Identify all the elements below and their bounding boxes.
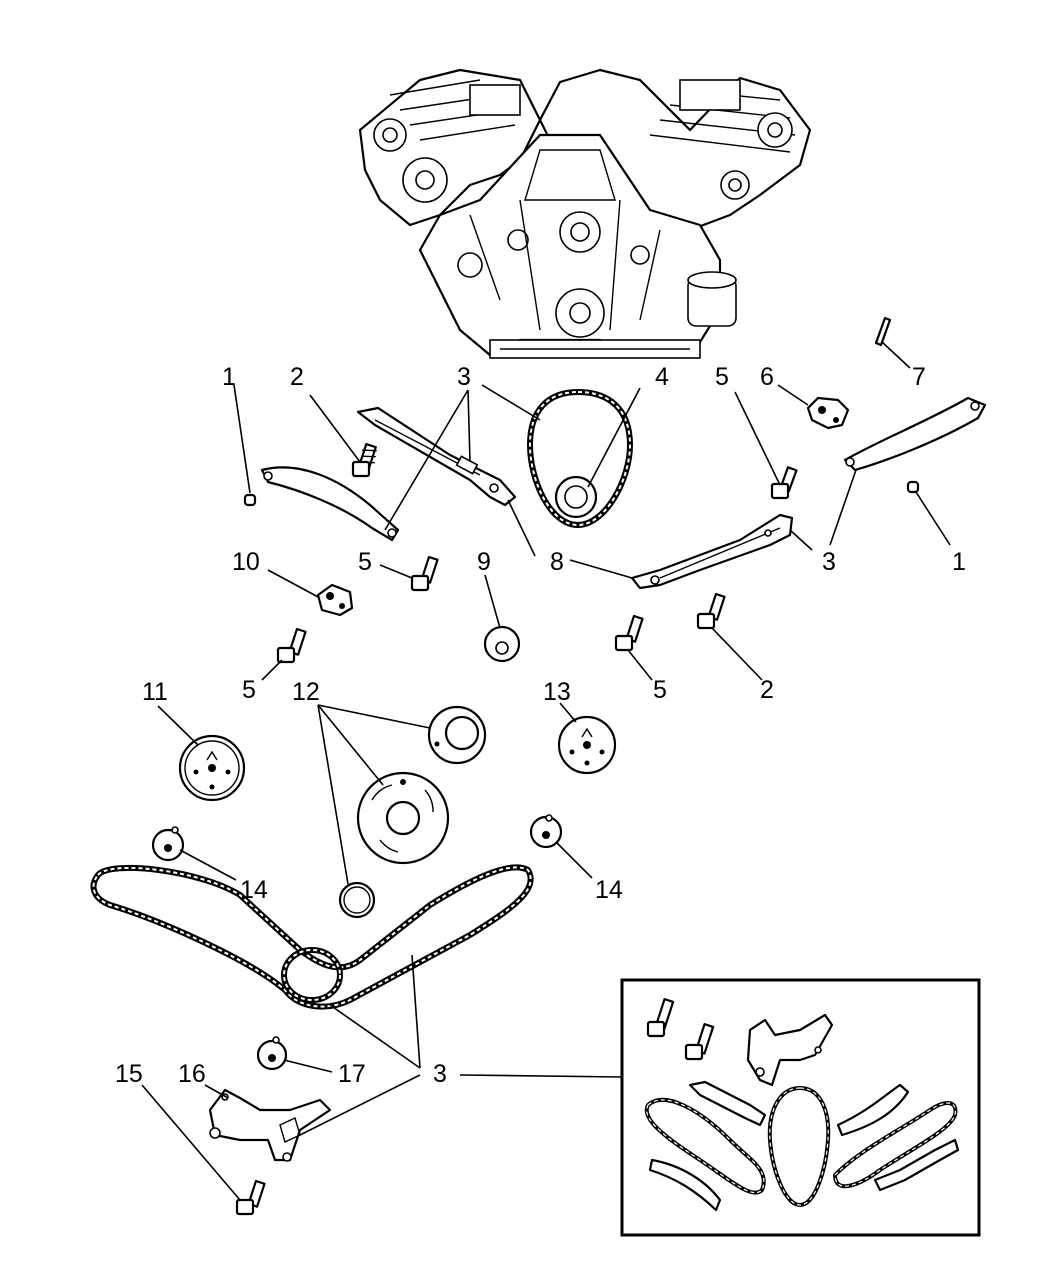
callout-8: 8: [550, 548, 564, 576]
inset-guide-lower-left: [648, 1158, 722, 1212]
callout-16: 16: [178, 1060, 206, 1088]
inset-guide-upper-left: [688, 1080, 767, 1127]
item-2-bolt-lower-right: [696, 592, 726, 630]
callout-1-left: 1: [222, 363, 236, 391]
callout-3-lower: 3: [433, 1060, 447, 1088]
callout-5-lower-left: 5: [242, 676, 256, 704]
item-12-crankshaft-sprocket: [427, 705, 487, 765]
item-1-right-plug: [906, 480, 920, 494]
item-15-bolt: [235, 1179, 266, 1216]
item-1-left-plug: [243, 493, 257, 507]
item-3-left-chain-guide: [260, 466, 400, 542]
callout-12: 12: [292, 678, 320, 706]
item-7-dowel-pin: [874, 316, 892, 347]
item-5-bolt-lower-middle: [614, 614, 644, 652]
item-3-secondary-timing-chain: [90, 864, 534, 1010]
callout-5-middle-left: 5: [358, 548, 372, 576]
item-3-right-chain-guide: [843, 396, 987, 472]
callout-labels: 1 2 3 4 5 6 7 10 5 9 8 3 1 5 5 2 11 12 1…: [115, 363, 966, 1088]
item-5-bolt-middle-left: [410, 555, 439, 592]
callout-3-upper: 3: [457, 363, 471, 391]
item-9-idler-sprocket: [483, 625, 521, 663]
inset-bolt-2: [684, 1023, 715, 1061]
item-12-seal-ring: [338, 881, 376, 919]
item-11-camshaft-sprocket-left: [178, 734, 246, 802]
item-8-left-chain-tensioner-arm: [356, 406, 517, 507]
timing-chain-kit-inset: [620, 978, 981, 1237]
inset-primary-chain: [767, 1086, 831, 1207]
callout-14-left: 14: [240, 876, 268, 904]
callout-2-lower: 2: [760, 676, 774, 704]
item-8-right-chain-tensioner-arm: [630, 513, 794, 590]
item-6-chain-tensioner: [806, 396, 850, 430]
item-17-idler: [256, 1036, 288, 1071]
item-16-tensioner-bracket: [208, 1088, 332, 1162]
callout-17: 17: [338, 1060, 366, 1088]
item-3-primary-timing-chain: [527, 389, 633, 528]
engine-block-illustration: [358, 68, 812, 359]
callout-15: 15: [115, 1060, 143, 1088]
callout-14-right: 14: [595, 876, 623, 904]
callout-3-right: 3: [822, 548, 836, 576]
inset-tensioner-bracket: [746, 1013, 834, 1087]
item-13-camshaft-sprocket-right: [557, 715, 617, 775]
item-5-bolt-lower-left: [276, 627, 307, 664]
item-14-idler-right: [529, 814, 563, 849]
callout-7: 7: [912, 363, 926, 391]
item-4-crankshaft-sprocket: [554, 475, 598, 519]
callout-11: 11: [142, 678, 168, 706]
inset-secondary-chain-right: [833, 1101, 958, 1189]
item-2-bolt-upper-left: [351, 442, 377, 478]
inset-guide-lower-right: [873, 1138, 960, 1192]
item-12-crankshaft-washer-plate: [356, 771, 450, 865]
callout-5-upper: 5: [715, 363, 729, 391]
item-14-idler-left: [151, 826, 185, 862]
item-10-chain-tensioner: [316, 583, 354, 617]
inset-guide-upper-right: [836, 1083, 910, 1137]
callout-9: 9: [477, 548, 491, 576]
item-5-bolt-upper-right: [770, 466, 798, 500]
callout-1-right: 1: [952, 548, 966, 576]
callout-2-upper: 2: [290, 363, 304, 391]
callout-5-lower-middle: 5: [653, 676, 667, 704]
inset-secondary-chain-left: [644, 1098, 766, 1195]
inset-bolt-1: [646, 998, 675, 1038]
callout-6: 6: [760, 363, 774, 391]
callout-10: 10: [232, 548, 260, 576]
callout-4: 4: [655, 363, 669, 391]
callout-13: 13: [543, 678, 571, 706]
